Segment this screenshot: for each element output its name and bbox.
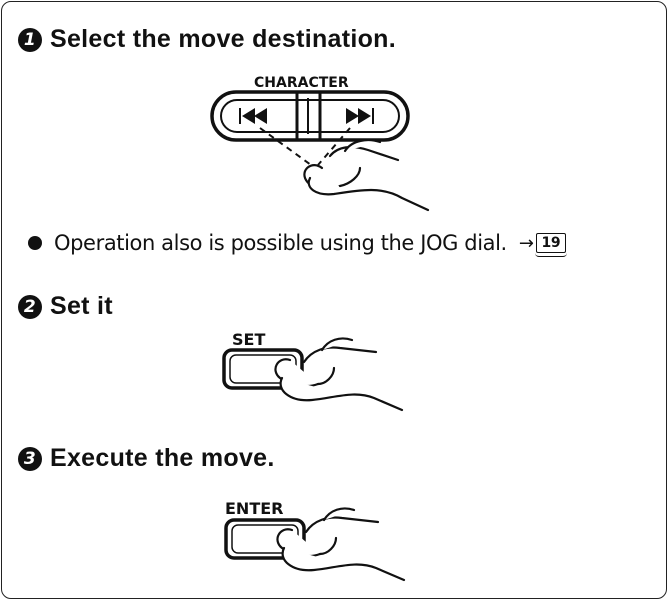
step-2-number-icon: 2 (18, 294, 42, 319)
enter-label: ENTER (225, 499, 284, 518)
step-3-number-icon: 3 (18, 446, 42, 471)
set-label: SET (232, 330, 266, 349)
hand-icon (274, 337, 404, 412)
arrow-icon: → (518, 232, 534, 254)
step-2-title: Set it (50, 292, 113, 320)
step-1-number-icon: 1 (18, 27, 42, 52)
hand-icon (276, 507, 406, 582)
jog-dial-note: Operation also is possible using the JOG… (28, 231, 567, 257)
character-label: CHARACTER (254, 75, 349, 91)
bullet-icon (28, 236, 42, 250)
note-text: Operation also is possible using the JOG… (54, 231, 507, 255)
step-1-heading: 1 Select the move destination. (18, 25, 396, 54)
hand-icon (303, 139, 430, 212)
page-reference-book-icon[interactable]: 19 (534, 233, 567, 257)
step-3-title: Execute the move. (50, 444, 275, 472)
prev-icon (239, 108, 267, 124)
step-3-heading: 3 Execute the move. (18, 444, 275, 473)
step-1-title: Select the move destination. (50, 25, 396, 53)
step-2-heading: 2 Set it (18, 292, 113, 321)
next-icon (346, 108, 374, 124)
